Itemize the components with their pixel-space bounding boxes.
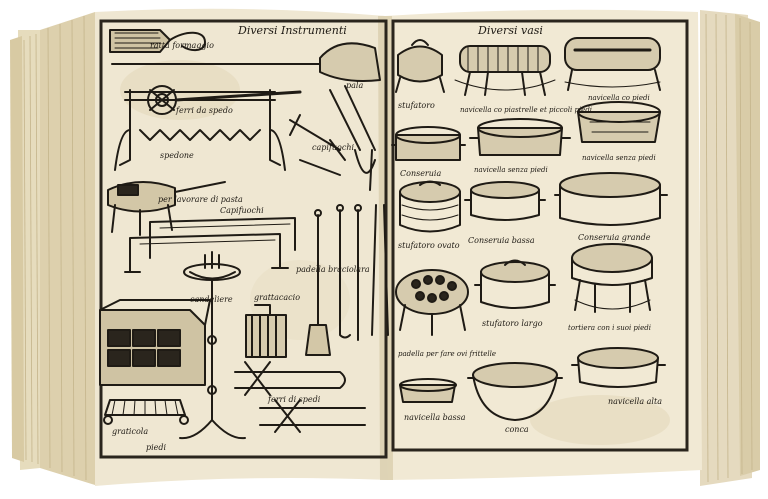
label-l9: candeliere <box>190 295 233 304</box>
book-edges <box>10 10 760 486</box>
label-r7: stufatoro ovato <box>398 241 460 250</box>
label-l12: graticola <box>112 427 148 436</box>
candle-stand <box>179 251 246 440</box>
label-r15: navicella alta <box>608 397 662 406</box>
navicella-senza-piedi-1 <box>469 118 571 156</box>
right-illustrations <box>391 37 668 421</box>
cheese-grater <box>109 29 206 53</box>
navicella-senza-piedi-2 <box>577 101 661 143</box>
label-l2: pala <box>346 81 363 90</box>
label-r9: Conseruia grande <box>578 233 651 242</box>
label-r13: navicella bassa <box>404 413 466 422</box>
peel <box>111 42 381 82</box>
left-labels: Diversi Instrumenti ratta formaggio pala… <box>112 24 370 452</box>
label-l6: per lavorare di pasta <box>158 195 243 204</box>
label-r8: Conseruia bassa <box>468 236 535 245</box>
navicella-piastrelle <box>454 45 556 96</box>
padella-ovi <box>395 269 469 336</box>
label-r1: stufatoro <box>398 101 435 110</box>
right-frame <box>391 19 689 452</box>
label-l11: ferri di spedi <box>267 395 321 404</box>
grater-rack <box>245 304 287 358</box>
label-r10: stufatoro largo <box>482 319 543 328</box>
stufatoro-ovato <box>399 180 461 233</box>
label-r11: padella per fare ovi frittelle <box>398 350 496 358</box>
gridiron <box>103 399 189 425</box>
label-r6: navicella senza piedi <box>582 154 656 162</box>
label-l5: capifuochi <box>312 143 354 152</box>
spit-forks <box>289 85 376 191</box>
navicella-bassa <box>399 378 457 403</box>
label-l4: ferri da spedo <box>175 106 233 115</box>
label-r2: navicella co piastrelle et piccoli piedi <box>460 106 592 114</box>
conseruia-grande <box>554 172 668 226</box>
conca <box>467 362 563 421</box>
right-labels: Diversi vasi stufatoro navicella co pias… <box>398 24 662 434</box>
label-r5: navicella senza piedi <box>474 166 548 174</box>
stufatoro <box>395 39 445 93</box>
left-illustrations <box>99 29 389 440</box>
stufatoro-largo <box>474 259 556 309</box>
label-r12: tortiera con i suoi piedi <box>568 324 651 332</box>
left-heading: Diversi Instrumenti <box>237 24 347 37</box>
label-l3: spedone <box>160 151 194 160</box>
right-heading: Diversi vasi <box>477 24 543 37</box>
label-r14: conca <box>505 425 529 434</box>
navicella-piedi <box>564 37 661 91</box>
label-r4: Conseruia <box>400 169 441 178</box>
spit-jack <box>114 85 302 171</box>
spit-irons <box>234 361 366 433</box>
navicella-alta <box>571 347 666 388</box>
fire-tools <box>305 204 389 356</box>
conseruia-bassa <box>464 181 546 221</box>
tortiera <box>571 243 653 313</box>
label-l1: ratta formaggio <box>150 41 214 50</box>
label-l10: grattacacio <box>254 293 300 302</box>
label-l13: piedi <box>146 443 167 452</box>
label-r3: navicella co piedi <box>588 94 650 102</box>
andirons <box>124 217 296 273</box>
pastry-pan <box>107 180 226 236</box>
label-l8: padella braciolara <box>296 265 370 274</box>
label-l7: Capifuochi <box>220 206 264 215</box>
chest <box>99 299 211 386</box>
conseruia <box>391 126 466 161</box>
